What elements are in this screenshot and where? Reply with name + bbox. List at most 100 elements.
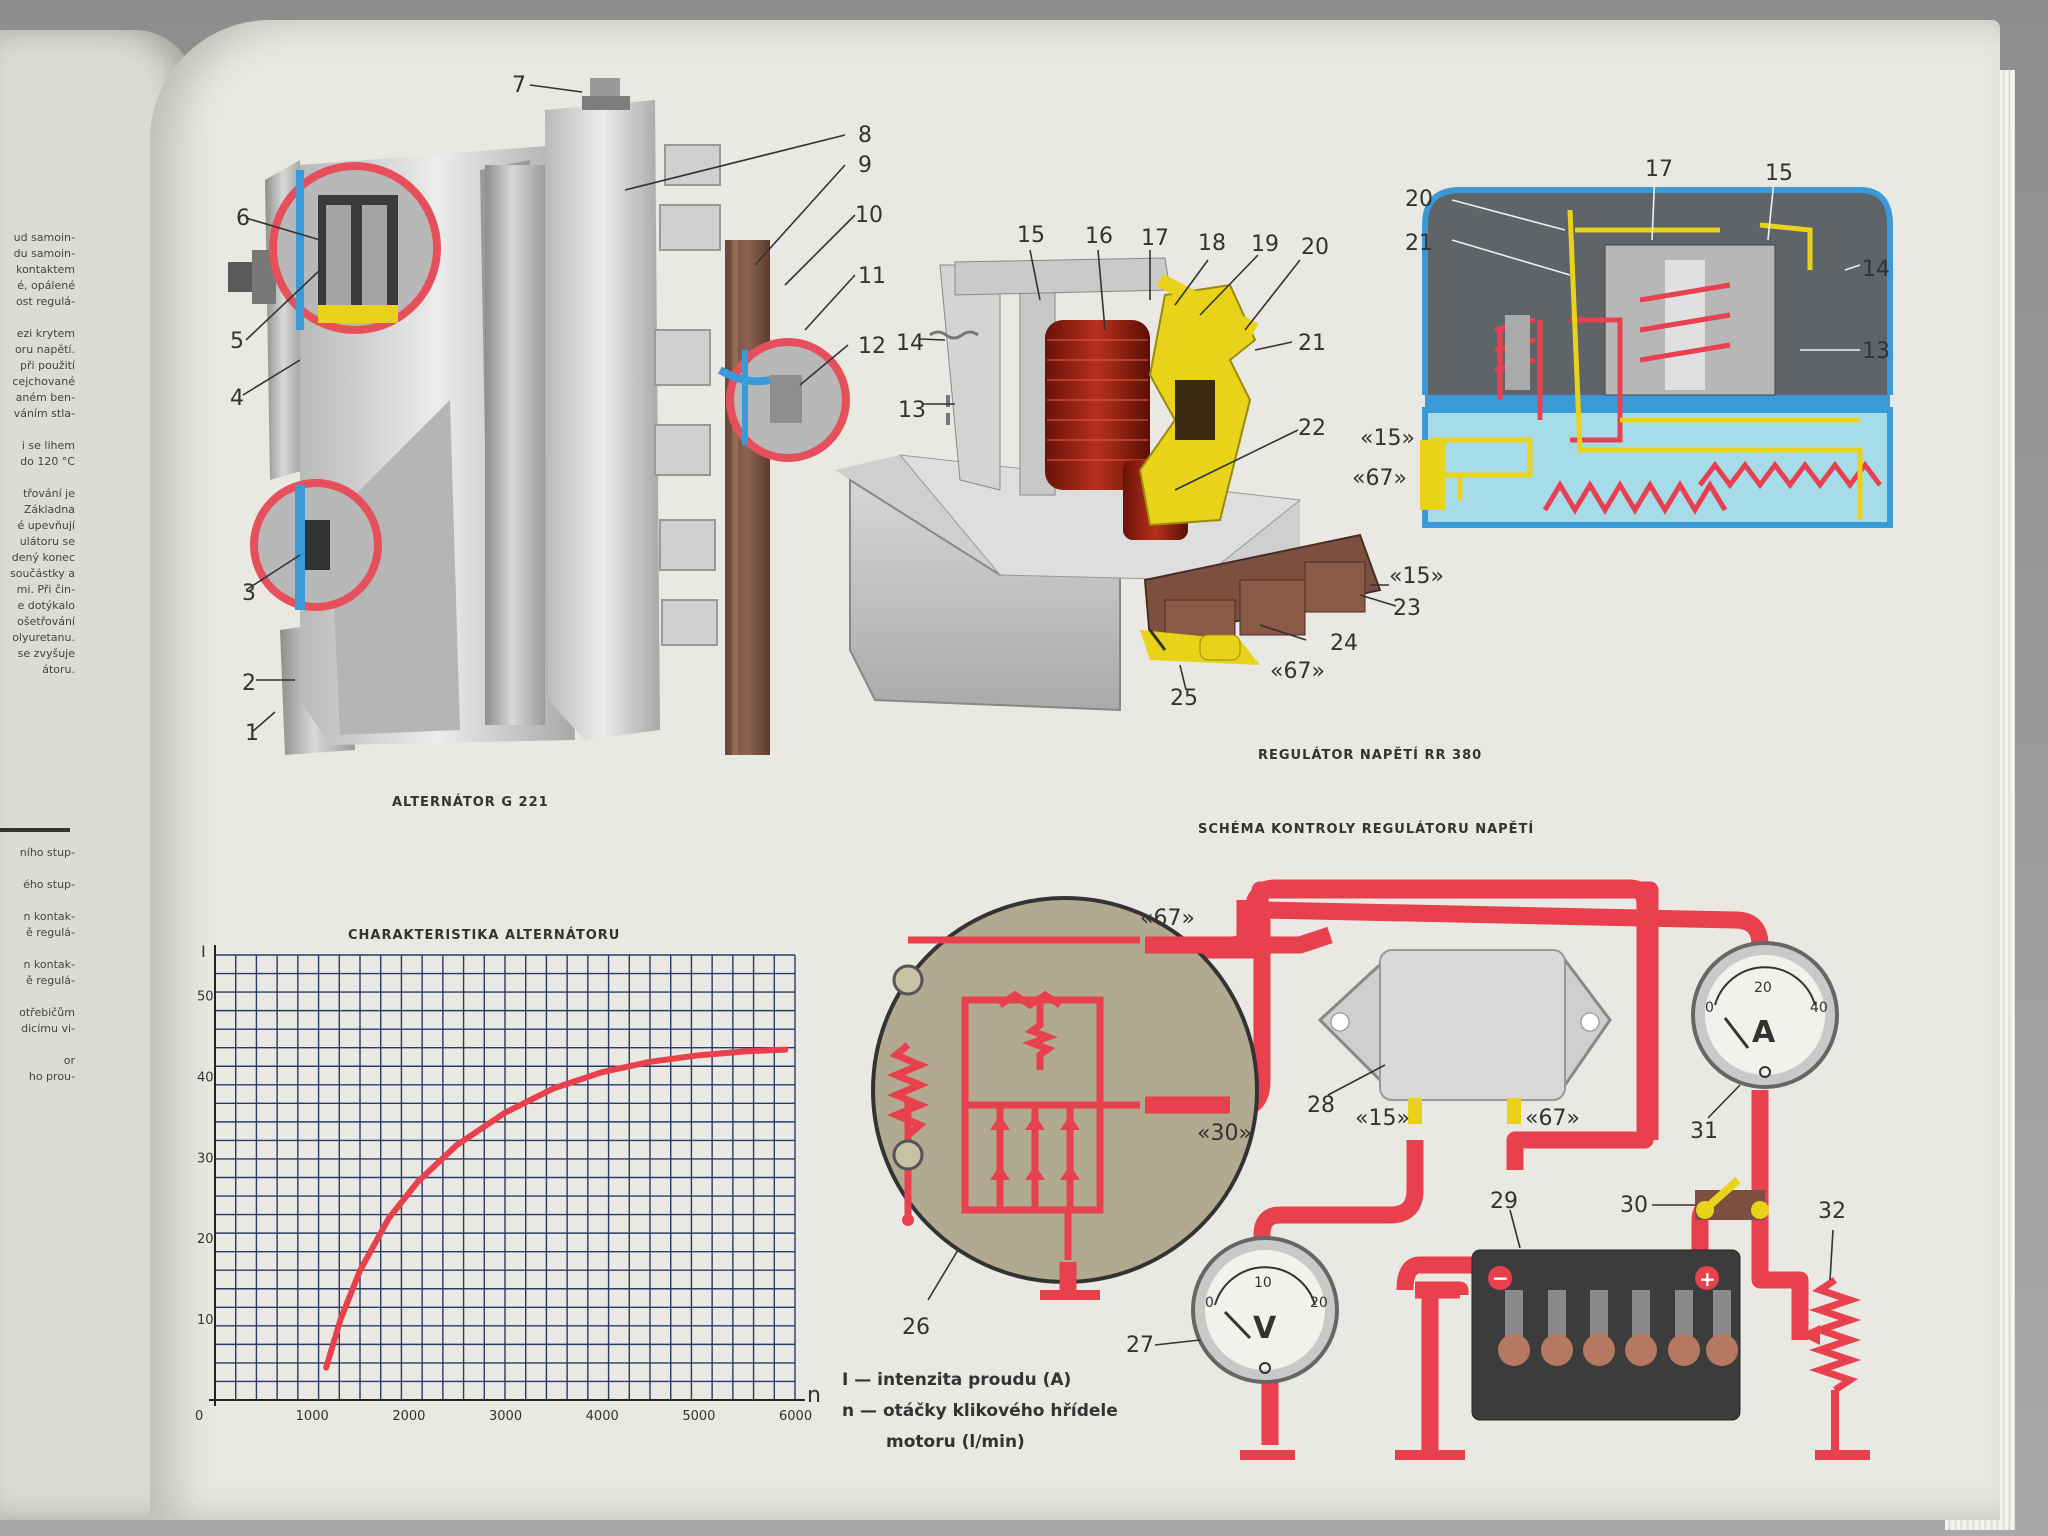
part-number: 31	[1690, 1119, 1718, 1144]
part-number: 11	[858, 264, 886, 289]
y-axis-label: I	[201, 945, 206, 961]
part-number: 17	[1141, 226, 1169, 251]
chart-legend: I — intenzita proudu (A) n — otáčky klik…	[842, 1365, 1118, 1458]
part-number: 3	[242, 581, 256, 606]
text-fragment: átoru.	[42, 663, 75, 676]
text-fragment: ošetřování	[17, 615, 75, 628]
part-number: 9	[858, 153, 872, 178]
part-number: 21	[1405, 231, 1433, 256]
y-tick-label: 40	[197, 1070, 214, 1085]
text-fragment: olyuretanu.	[12, 631, 75, 644]
text-fragment: e dotýkalo	[17, 599, 75, 612]
part-number: 30	[1620, 1193, 1648, 1218]
text-fragment: aném ben-	[15, 391, 75, 404]
x-tick-label: 2000	[392, 1409, 425, 1424]
part-number: 20	[1405, 187, 1433, 212]
text-fragment: otřebičům	[19, 1006, 75, 1019]
part-number: 2	[242, 671, 256, 696]
part-number: 1	[245, 721, 259, 746]
x-tick-label: 5000	[682, 1409, 715, 1424]
part-number: 24	[1330, 631, 1358, 656]
caption-regulator: REGULÁTOR NAPĚTÍ RR 380	[1258, 748, 1483, 763]
text-fragment: é upevňují	[17, 519, 75, 532]
battery-plus: +	[1699, 1267, 1716, 1291]
part-number: 7	[512, 73, 526, 98]
text-fragment: oru napětí.	[14, 343, 75, 356]
part-number: 27	[1126, 1333, 1154, 1358]
part-number: 17	[1645, 157, 1673, 182]
part-number: 13	[898, 398, 926, 423]
text-fragment: Základna	[23, 503, 75, 516]
text-fragment: ě regulá-	[25, 974, 75, 987]
text-fragment: ě regulá-	[25, 926, 75, 939]
part-number: 19	[1251, 232, 1279, 257]
voltmeter-tick: 20	[1310, 1295, 1328, 1311]
text-fragment: ulátoru se	[19, 535, 75, 548]
part-number: 5	[230, 329, 244, 354]
caption-alternator: ALTERNÁTOR G 221	[392, 795, 549, 810]
voltmeter-tick: 10	[1254, 1275, 1272, 1291]
text-fragment: ost regulá-	[15, 295, 75, 308]
y-tick-label: 20	[197, 1232, 214, 1247]
circuit-numbers: 26 27 28 29 30 31 32 «67» «30» «15» «67»	[902, 906, 1846, 1358]
text-fragment: mi. Při čin-	[16, 583, 75, 596]
terminal-label: «67»	[1270, 659, 1325, 684]
part-number: 26	[902, 1315, 930, 1340]
y-tick-label: 50	[197, 989, 214, 1004]
part-number: 16	[1085, 224, 1113, 249]
terminal-label: «67»	[1140, 906, 1195, 931]
part-number: 6	[236, 206, 250, 231]
part-number: 29	[1490, 1189, 1518, 1214]
regulator-part-numbers: 13 14 15 16 17 18 19 20 21 22 23 24 25 «…	[896, 223, 1444, 711]
text-fragment: ud samoin-	[13, 231, 75, 244]
part-number: 20	[1301, 235, 1329, 260]
terminal-label: «67»	[1525, 1106, 1580, 1131]
part-number: 10	[855, 203, 883, 228]
ammeter-tick: 0	[1705, 1000, 1714, 1016]
y-tick-label: 10	[197, 1313, 214, 1328]
text-fragment: i se lihem	[21, 439, 75, 452]
part-number: 14	[896, 331, 924, 356]
part-number: 13	[1862, 339, 1890, 364]
text-fragment: při použití	[20, 359, 75, 372]
text-fragment: součástky a	[10, 567, 75, 580]
alternator-part-numbers: 1 2 3 4 5 6 7 8 9 10 11 12	[230, 73, 886, 746]
text-fragment: se zvyšuje	[17, 647, 75, 660]
voltmeter-symbol: V	[1253, 1311, 1277, 1346]
part-number: 28	[1307, 1093, 1335, 1118]
part-number: 32	[1818, 1199, 1846, 1224]
ammeter-symbol: A	[1752, 1015, 1776, 1050]
text-fragment: ezi krytem	[16, 327, 75, 340]
text-fragment: ého stup-	[23, 878, 75, 891]
text-fragment: dený konec	[11, 551, 75, 564]
text-fragment: ho prou-	[28, 1070, 75, 1083]
x-tick-label: 6000	[779, 1409, 812, 1424]
characteristic-curve	[323, 1046, 789, 1371]
legend-line-current: I — intenzita proudu (A)	[842, 1370, 1072, 1390]
ammeter-tick: 20	[1754, 980, 1772, 996]
x-tick-label: 4000	[586, 1409, 619, 1424]
text-fragment: du samoin-	[13, 247, 75, 260]
part-number: 8	[858, 123, 872, 148]
voltmeter-tick: 0	[1205, 1295, 1214, 1311]
chart-title: CHARAKTERISTIKA ALTERNÁTORU	[348, 928, 621, 943]
regulator-schematic-numbers: 20 21 17 15 14 13 «15» «67»	[1352, 157, 1890, 491]
part-number: 15	[1017, 223, 1045, 248]
part-number: 21	[1298, 331, 1326, 356]
text-fragment: kontaktem	[16, 263, 75, 276]
legend-line-rpm: n — otáčky klikového hřídele	[842, 1401, 1118, 1421]
text-fragment: dicímu vi-	[21, 1022, 75, 1035]
terminal-label: «67»	[1352, 466, 1407, 491]
text-fragment: váním stla-	[13, 407, 75, 420]
y-tick-label: 30	[197, 1151, 214, 1166]
text-fragment: do 120 °C	[20, 455, 75, 468]
part-number: 12	[858, 334, 886, 359]
part-number: 22	[1298, 416, 1326, 441]
legend-line-unit: motoru (l/min)	[886, 1432, 1025, 1452]
x-tick-label: 1000	[296, 1409, 329, 1424]
terminal-label: «15»	[1389, 564, 1444, 589]
part-number: 18	[1198, 231, 1226, 256]
